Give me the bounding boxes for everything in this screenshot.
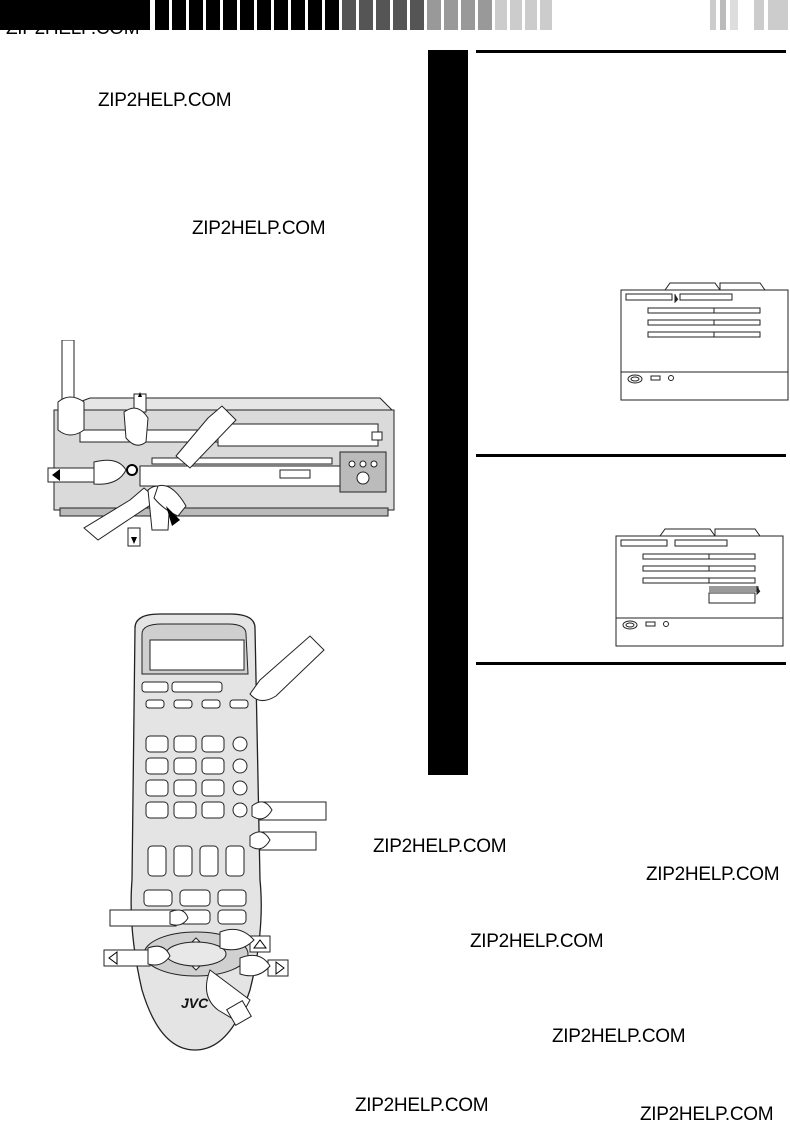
watermark: ZIP2HELP.COM xyxy=(6,18,140,39)
watermark: ZIP2HELP.COM xyxy=(640,1104,774,1125)
rule-top xyxy=(476,50,786,53)
remote-control-illustration xyxy=(100,610,330,1060)
rule-lower xyxy=(476,662,786,665)
section-side-tab xyxy=(428,50,468,775)
watermark: ZIP2HELP.COM xyxy=(192,218,326,239)
remote-brand-logo: JVC xyxy=(181,995,209,1011)
watermark: ZIP2HELP.COM xyxy=(552,1026,686,1047)
watermark: ZIP2HELP.COM xyxy=(98,90,232,111)
watermark: ZIP2HELP.COM xyxy=(470,931,604,952)
header-strip-right xyxy=(706,0,790,30)
watermark: ZIP2HELP.COM xyxy=(646,864,780,885)
watermark: ZIP2HELP.COM xyxy=(355,1095,489,1116)
watermark: ZIP2HELP.COM xyxy=(373,836,507,857)
onscreen-menu-illustration-2 xyxy=(615,526,785,648)
rule-middle xyxy=(476,454,786,457)
onscreen-menu-illustration-1 xyxy=(620,280,790,402)
vcr-front-panel-illustration xyxy=(40,339,400,555)
header-strip xyxy=(0,0,560,30)
